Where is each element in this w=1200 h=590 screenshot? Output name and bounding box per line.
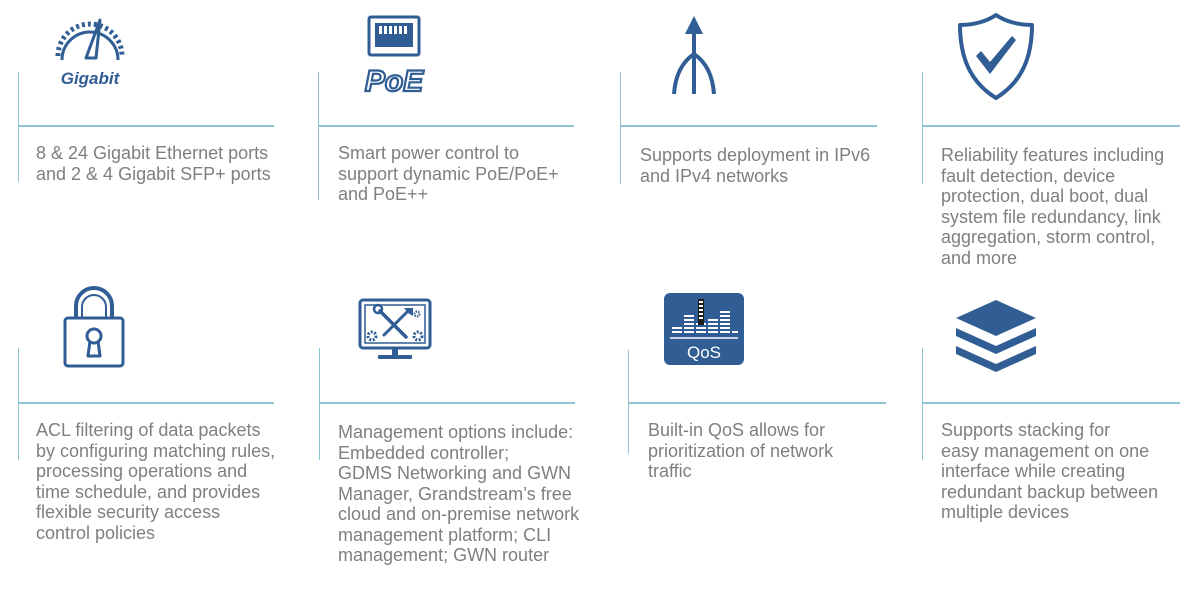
divider-horizontal [620,125,877,127]
feature-description: Management options include: Embedded con… [338,422,580,565]
shield-check-icon [956,12,1036,100]
gauge-icon: Gigabit [50,14,130,90]
feature-description: Supports stacking for easy management on… [941,420,1159,522]
poe-port-icon: PoE [356,14,432,96]
network-split-arrow-icon [664,14,724,96]
divider-horizontal [18,402,274,404]
divider-horizontal [922,402,1180,404]
feature-description: 8 & 24 Gigabit Ethernet ports and 2 & 4 … [36,143,271,184]
divider-vertical [18,72,19,182]
gigabit-icon-label: Gigabit [61,69,121,88]
feature-description: Built-in QoS allows for prioritization o… [648,420,834,481]
poe-icon-label: PoE [365,65,424,96]
qos-icon-label: QoS [687,343,721,362]
divider-vertical [318,72,319,200]
divider-vertical [18,348,19,460]
divider-vertical [922,72,923,184]
feature-description: Smart power control to support dynamic P… [338,143,559,204]
stack-layers-icon [954,296,1038,376]
feature-description: Reliability features including fault det… [941,145,1165,268]
divider-horizontal [319,402,575,404]
divider-vertical [319,348,320,460]
qos-equalizer-icon: QoS [664,293,744,365]
padlock-icon [62,284,126,370]
divider-vertical [922,348,923,460]
monitor-tools-icon [358,298,432,362]
divider-horizontal [628,402,886,404]
divider-horizontal [318,125,574,127]
divider-horizontal [922,125,1180,127]
divider-horizontal [18,125,274,127]
divider-vertical [620,72,621,184]
feature-description: Supports deployment in IPv6 and IPv4 net… [640,145,871,186]
feature-description: ACL filtering of data packets by configu… [36,420,276,543]
